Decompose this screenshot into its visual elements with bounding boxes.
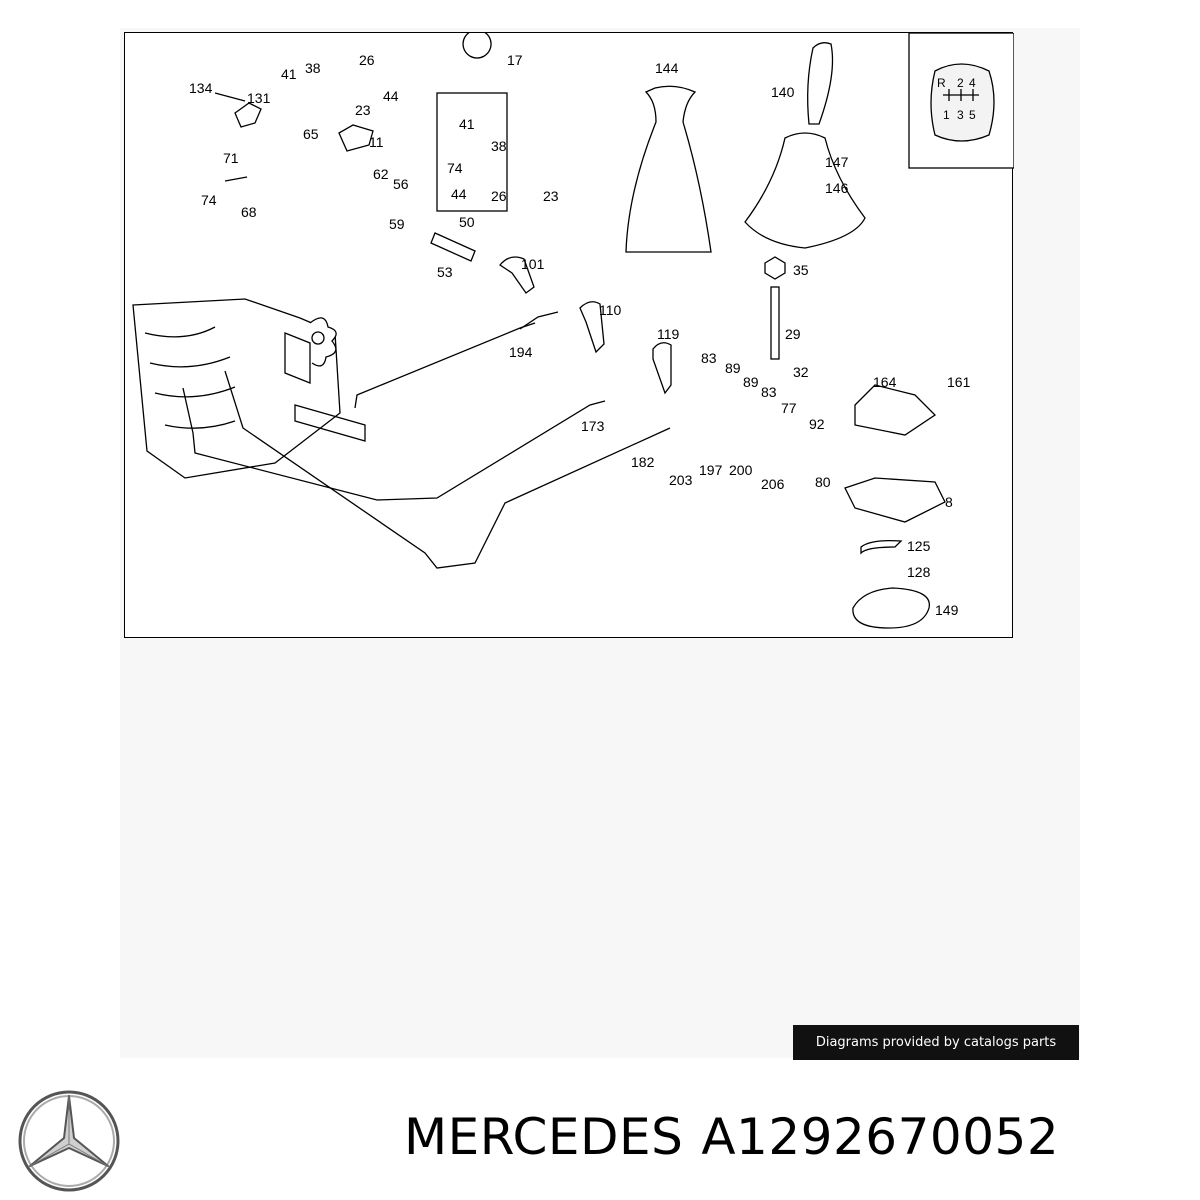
callout-206: 206 [761,476,785,492]
part-number: A1292670052 [701,1108,1060,1166]
callout-41: 41 [281,66,297,82]
callout-194: 194 [509,344,533,360]
callout-140: 140 [771,84,795,100]
callout-119: 119 [657,326,680,342]
credit-text: Diagrams provided by catalogs parts [815,1035,1057,1050]
shift-2: 2 [957,76,964,90]
gearbox-housing [132,298,341,479]
callout-83b: 83 [761,384,777,400]
mercedes-star-icon [16,1088,122,1199]
callout-26-inset: 26 [491,188,507,204]
diagram-artwork [132,33,1014,629]
callout-89b: 89 [743,374,759,390]
callout-68: 68 [241,204,257,220]
shift-lever-knob [807,42,834,125]
shift-4: 4 [969,76,976,90]
callout-74: 74 [201,192,217,208]
callout-71: 71 [223,150,239,166]
callout-38: 38 [305,60,321,76]
shift-1: 1 [943,108,950,122]
shift-r: R [937,76,946,90]
callout-62: 62 [373,166,389,182]
callout-144: 144 [655,60,679,76]
callout-182: 182 [631,454,655,470]
callout-125: 125 [907,538,931,554]
brand-name: MERCEDES [404,1108,684,1166]
callout-32: 32 [793,364,809,380]
callout-89: 89 [725,360,741,376]
callout-74-inset: 74 [447,160,463,176]
callout-146: 146 [825,180,849,196]
callout-164: 164 [873,374,897,390]
callout-128: 128 [907,564,931,580]
callout-110: 110 [599,302,622,318]
shift-boot [625,85,712,253]
callout-44-inset: 44 [451,186,467,202]
callout-200: 200 [729,462,753,478]
callout-173: 173 [581,418,605,434]
callout-134: 134 [189,80,213,96]
callout-101: 101 [521,256,545,272]
callout-65: 65 [303,126,319,142]
callout-203: 203 [669,472,693,488]
callout-8: 8 [945,494,953,510]
callout-17: 17 [507,52,523,68]
part-title: MERCEDES A1292670052 [404,1108,1077,1166]
callout-44: 44 [383,88,399,104]
callout-149: 149 [935,602,959,618]
shifter-housing-lower [844,477,946,523]
callout-83: 83 [701,350,717,366]
callout-11: 11 [369,134,384,150]
callout-77: 77 [781,400,797,416]
callout-161: 161 [947,374,971,390]
callout-80: 80 [815,474,831,490]
callout-197: 197 [699,462,723,478]
parts-diagram: 134 41 38 26 131 44 23 65 11 71 74 68 62… [124,32,1014,638]
shifter-housing-upper [854,384,937,436]
gasket [852,587,930,629]
callout-92: 92 [809,416,825,432]
callout-50: 50 [459,214,475,230]
callout-41-inset: 41 [459,116,475,132]
callout-53: 53 [437,264,453,280]
callout-35: 35 [793,262,809,278]
callout-56: 56 [393,176,409,192]
callout-38-inset: 38 [491,138,507,154]
callout-131: 131 [247,90,271,106]
callout-59: 59 [389,216,405,232]
callout-23: 23 [355,102,371,118]
callout-26: 26 [359,52,375,68]
gaiter [744,132,866,249]
callout-23-inset: 23 [543,188,559,204]
shift-rod-lower [224,370,671,569]
callout-147: 147 [825,154,849,170]
gear-knob-outline [930,63,995,142]
shift-3: 3 [957,108,964,122]
credit-banner: Diagrams provided by catalogs parts [793,1025,1079,1060]
shift-rod-middle [182,387,606,501]
shift-5: 5 [969,108,976,122]
callout-29: 29 [785,326,801,342]
shift-rod-upper [354,322,536,409]
